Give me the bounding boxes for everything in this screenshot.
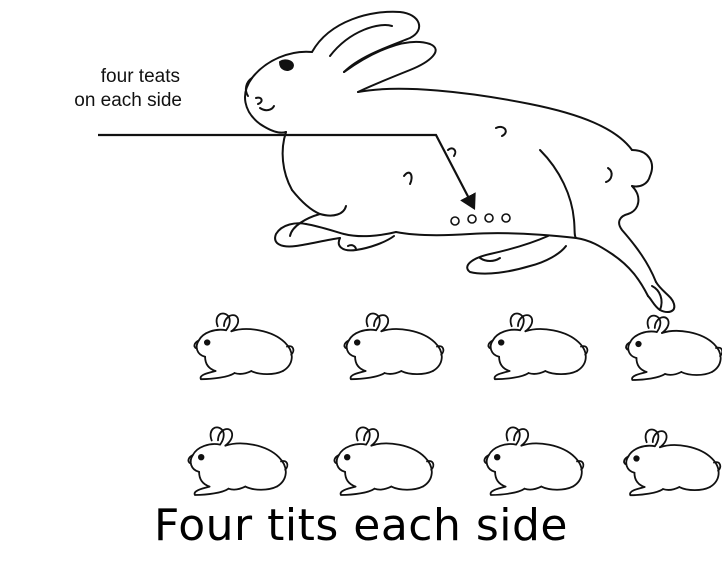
baby-rabbit xyxy=(484,427,583,495)
baby-rabbit xyxy=(334,427,433,495)
teat-3 xyxy=(485,214,493,222)
label-line-2: on each side xyxy=(0,90,182,112)
offspring-row-2 xyxy=(188,427,720,495)
label-pointer xyxy=(98,135,474,208)
baby-rabbit xyxy=(488,314,587,380)
teat-1 xyxy=(451,217,459,225)
teats xyxy=(451,214,510,225)
label-line-1: four teats xyxy=(30,66,180,88)
baby-rabbit xyxy=(188,427,287,495)
baby-rabbit xyxy=(344,314,443,380)
teat-2 xyxy=(468,215,476,223)
baby-rabbit xyxy=(194,314,293,380)
baby-rabbit xyxy=(624,430,720,496)
baby-rabbit xyxy=(626,316,722,380)
caption: Four tits each side xyxy=(0,498,722,554)
teat-4 xyxy=(502,214,510,222)
offspring-row-1 xyxy=(194,314,722,380)
adult-rabbit xyxy=(245,12,674,312)
